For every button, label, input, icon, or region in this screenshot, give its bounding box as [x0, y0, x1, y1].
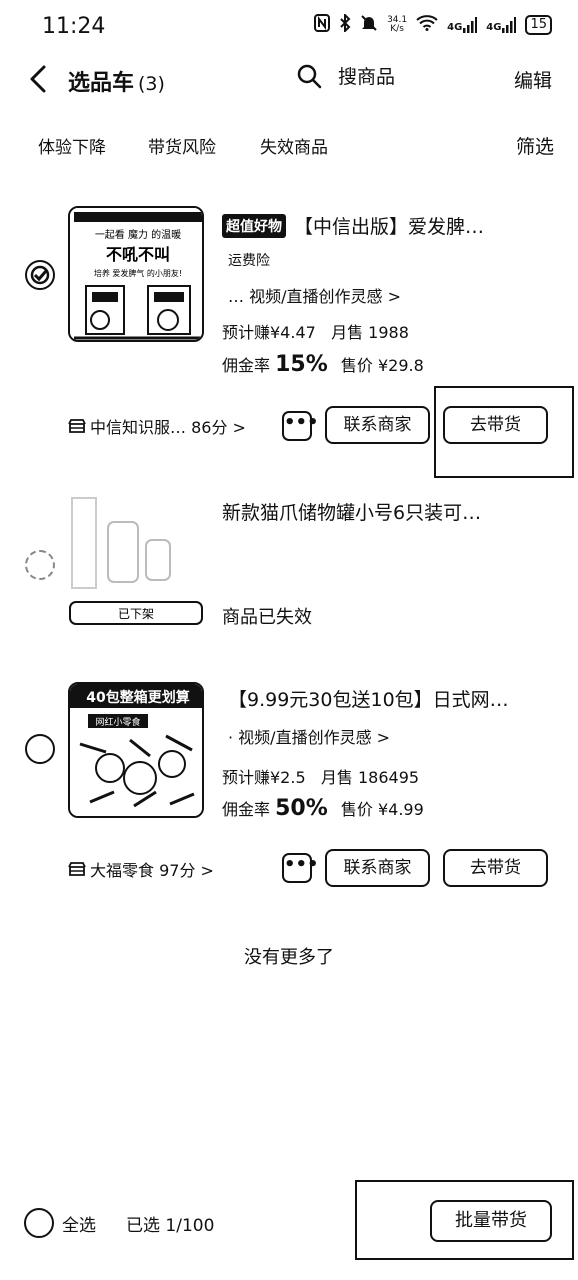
- product-card: 一起看 魔力 的温暖 不吼不叫 培养 爱发脾气 的小朋友! 超值好物【中信出版】…: [0, 200, 578, 478]
- thumb-status-label: 已下架: [118, 607, 154, 621]
- search-button[interactable]: 搜商品: [296, 62, 395, 89]
- search-icon: [297, 64, 322, 88]
- filter-button[interactable]: 筛选: [515, 136, 554, 158]
- battery-indicator: 15: [525, 15, 552, 35]
- wifi-icon: [416, 15, 438, 35]
- estimated-earning-and-sales: 预计赚¥2.5 月售 186495: [222, 768, 420, 787]
- select-all-checkbox[interactable]: [24, 1208, 54, 1238]
- product-title[interactable]: 超值好物【中信出版】爱发脾…: [222, 212, 484, 239]
- estimated-earning-and-sales: 预计赚¥4.47 月售 1988: [222, 323, 409, 342]
- freight-insurance-badge: 运费险: [228, 253, 270, 269]
- select-checkbox[interactable]: [25, 260, 55, 290]
- edit-button[interactable]: 编辑: [513, 70, 552, 92]
- snack-pack-image: 40包整箱更划算 网红小零食: [70, 684, 202, 816]
- highlight-frame: [434, 386, 574, 478]
- thumb-text-2: 网红小零食: [95, 716, 140, 728]
- inspiration-link[interactable]: … 视频/直播创作灵感 >: [228, 287, 401, 306]
- mute-icon: [360, 14, 378, 36]
- commission-and-price: 佣金率 50% 售价 ¥4.99: [222, 796, 424, 821]
- price: 售价 ¥29.8: [340, 356, 424, 375]
- commission-and-price: 佣金率 15% 售价 ¥29.8: [222, 352, 424, 377]
- thumb-text-2: 不吼不叫: [106, 245, 170, 264]
- top-bar: 选品车(3) 搜商品 编辑: [0, 54, 578, 106]
- product-card-invalid: 已下架 新款猫爪储物罐小号6只装可… 商品已失效: [0, 490, 578, 630]
- contact-seller-button[interactable]: 联系商家: [325, 849, 430, 887]
- shop-link[interactable]: 大福零食 97分 >: [68, 857, 214, 881]
- cart-count: (3): [138, 73, 165, 95]
- price: 售价 ¥4.99: [340, 800, 424, 819]
- shop-link[interactable]: 中信知识服… 86分 >: [68, 414, 246, 438]
- back-arrow-icon: [30, 65, 46, 93]
- thumb-text-1: 40包整箱更划算: [86, 689, 189, 706]
- search-label: 搜商品: [338, 66, 396, 88]
- filter-invalid-products[interactable]: 失效商品: [260, 138, 328, 158]
- select-checkbox[interactable]: [25, 734, 55, 764]
- back-button[interactable]: [24, 64, 54, 94]
- contact-seller-button[interactable]: 联系商家: [325, 406, 430, 444]
- more-options-button[interactable]: •••: [282, 411, 319, 441]
- product-title[interactable]: 【9.99元30包送10包】日式网…: [228, 689, 509, 711]
- promo-tag: 超值好物: [222, 214, 286, 238]
- product-title[interactable]: 新款猫爪储物罐小号6只装可…: [222, 502, 482, 524]
- invalid-status: 商品已失效: [222, 607, 312, 628]
- more-options-button[interactable]: •••: [282, 853, 319, 883]
- page-title: 选品车(3): [68, 71, 165, 96]
- status-bar: 11:24 34.1 K/s 4G 4G 15: [0, 0, 578, 54]
- signal-icon-1: 4G: [447, 17, 478, 33]
- storage-jar-image: 已下架: [68, 492, 204, 628]
- shop-icon: [68, 862, 86, 876]
- promote-button[interactable]: 去带货: [443, 849, 548, 887]
- nfc-icon: [314, 14, 331, 36]
- bluetooth-icon: [339, 12, 351, 36]
- end-of-list-note: 没有更多了: [244, 947, 334, 968]
- select-checkbox-disabled: [25, 550, 55, 580]
- commission-rate: 15%: [275, 352, 328, 377]
- filter-promotion-risk[interactable]: 带货风险: [148, 138, 216, 158]
- inspiration-link[interactable]: · 视频/直播创作灵感 >: [228, 728, 391, 747]
- signal-icon-2: 4G: [486, 17, 517, 33]
- bottom-bar: 全选 已选 1/100 批量带货: [0, 1180, 578, 1280]
- product-card: 40包整箱更划算 网红小零食 【9.99元30包送10包】日式网… · 视频/直…: [0, 680, 578, 890]
- product-thumbnail[interactable]: 一起看 魔力 的温暖 不吼不叫 培养 爱发脾气 的小朋友!: [68, 206, 204, 342]
- product-thumbnail[interactable]: 40包整箱更划算 网红小零食: [68, 682, 204, 818]
- thumb-text-3: 培养 爱发脾气 的小朋友!: [94, 268, 182, 278]
- batch-promote-button[interactable]: 批量带货: [430, 1200, 552, 1242]
- commission-rate: 50%: [275, 796, 328, 821]
- clock: 11:24: [42, 14, 106, 39]
- status-icons: 34.1 K/s 4G 4G 15: [314, 12, 552, 36]
- shop-icon: [68, 419, 86, 433]
- filter-bar: 体验下降 带货风险 失效商品 筛选: [38, 128, 554, 162]
- selected-count: 已选 1/100: [126, 1216, 215, 1236]
- net-speed: 34.1 K/s: [387, 15, 408, 34]
- product-thumbnail[interactable]: 已下架: [68, 492, 204, 628]
- book-cover-image: 一起看 魔力 的温暖 不吼不叫 培养 爱发脾气 的小朋友!: [70, 208, 202, 340]
- select-all-label[interactable]: 全选: [62, 1216, 96, 1236]
- filter-experience-drop[interactable]: 体验下降: [38, 138, 106, 158]
- check-icon: [30, 265, 50, 285]
- thumb-text-1: 一起看 魔力 的温暖: [95, 228, 181, 241]
- highlight-frame: [355, 1180, 574, 1260]
- promote-button[interactable]: 去带货: [443, 406, 548, 444]
